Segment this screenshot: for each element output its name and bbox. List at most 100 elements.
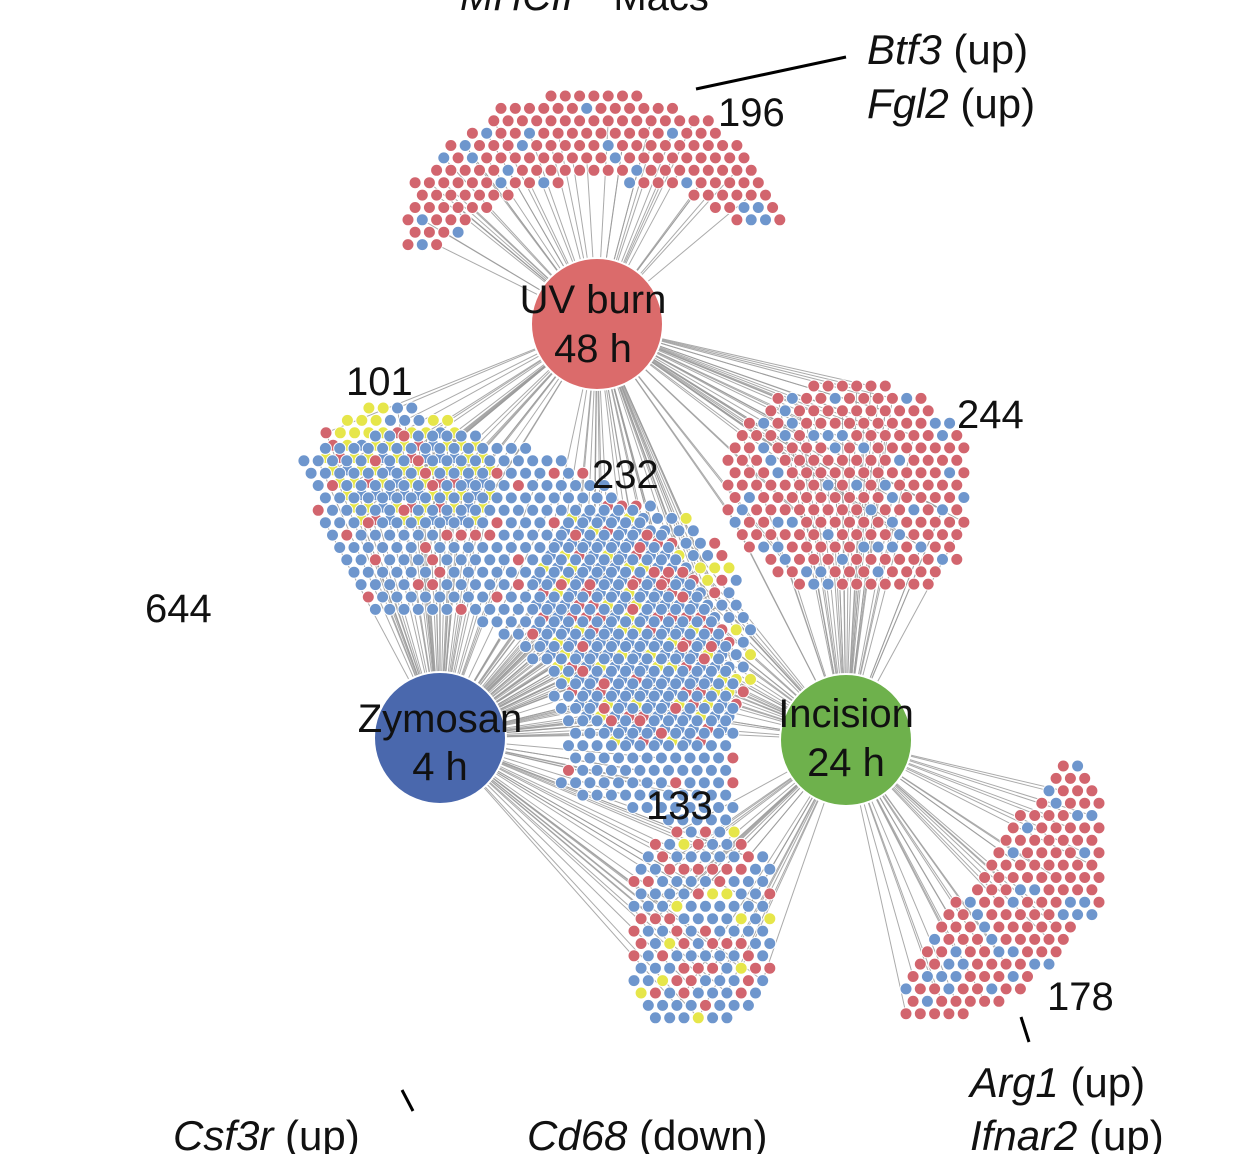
gene-node [727,825,741,839]
gene-node [950,503,964,517]
gene-node [716,163,730,177]
gene-node [759,213,772,227]
gene-node [850,478,864,492]
hub-uv-burn[interactable]: UV burn 48 h [520,257,667,391]
gene-node [687,139,701,152]
gene-node [683,627,697,641]
gene-node [651,511,664,525]
gene-node [1013,982,1027,996]
gene-node [843,565,856,579]
gene-node [920,945,934,959]
gene-node [828,466,842,480]
gene-node [523,176,536,190]
gene-node [771,466,785,480]
hub-zymosan[interactable]: Zymosan 4 h [358,671,523,805]
gene-node [451,225,465,239]
gene-node [730,163,744,177]
gene-node [419,466,432,480]
gene-node [640,553,654,567]
gene-node [504,441,518,455]
gene-node [547,565,561,579]
gene-node [985,858,999,872]
gene-node [713,949,727,963]
gene-node [469,454,482,468]
gene-node [662,788,675,802]
gene-node [619,615,633,629]
gene-node [712,776,726,790]
gene-node [562,516,575,530]
gene-node [656,924,670,938]
gene-node [368,454,382,468]
gene-node [597,602,611,616]
gene-node [411,479,425,492]
gene-node [676,590,690,604]
gene-node [999,982,1013,996]
gene-node [640,801,654,814]
gene-node [347,466,361,480]
gene-node [1042,957,1056,971]
gene-node [1013,809,1027,822]
gene-node [893,453,907,467]
gene-node [627,924,641,938]
gene-node [612,578,625,592]
gene-node [978,994,992,1008]
gene-node [756,875,770,888]
gene-dir-arg1: (up) [1059,1059,1145,1106]
gene-node [641,899,655,913]
gene-node [619,541,633,554]
gene-node [626,701,640,715]
gene-node [451,176,465,190]
gene-node [712,801,726,814]
gene-node [971,982,984,996]
gene-node [540,528,554,542]
gene-node [333,541,347,554]
gene-node [735,528,749,542]
gene-node [604,491,618,505]
gene-node [583,528,597,542]
gene-node [576,664,590,678]
gene-node [785,565,799,579]
gene-node [764,552,778,566]
gene-node [511,479,525,492]
gene-node [921,478,935,492]
gene-node [907,528,921,542]
gene-node [907,404,921,418]
gene-node [914,441,928,455]
gene-node [354,553,368,567]
gene-node [390,590,404,604]
gene-node [821,379,835,393]
gene-node [719,640,733,653]
gene-node [697,801,711,814]
gene-node [666,101,679,115]
gene-node [936,552,949,566]
gene-node [676,714,690,728]
gene-node [368,429,382,443]
gene-node [408,201,422,214]
gene-node [508,126,522,140]
gene-node [537,176,551,190]
gene-node [741,899,755,913]
gene-node [648,986,662,1000]
gene-node [362,401,376,415]
gene-node [412,413,426,427]
gene-name-fgl2: Fgl2 [867,80,949,127]
gene-node [759,188,772,202]
hub-uv-burn-time: 48 h [554,327,632,371]
gene-node [640,701,654,715]
gene-node [1035,796,1049,810]
gene-node [497,503,511,517]
gene-node [800,491,814,504]
hub-uv-burn-circle [530,257,664,391]
gene-node [726,776,740,790]
gene-node [648,837,662,851]
hub-incision[interactable]: Incision 24 h [778,673,914,807]
gene-node [612,677,625,691]
gene-node [533,541,547,554]
gene-node [684,974,698,988]
gene-node [530,114,544,128]
gene-node [447,565,461,579]
gene-node [686,524,700,538]
gene-node [942,908,956,922]
gene-label-arg1: Arg1 (up) [967,1059,1145,1106]
gene-node [540,578,554,592]
